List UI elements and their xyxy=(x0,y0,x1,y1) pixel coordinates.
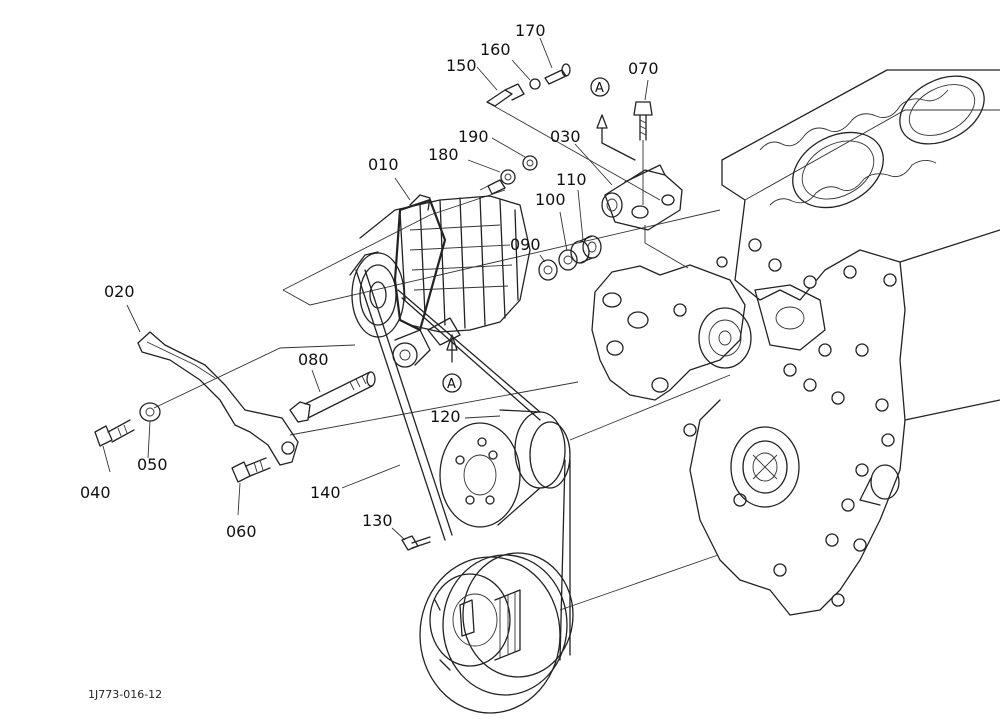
label-110: 110 xyxy=(556,170,587,189)
alternator xyxy=(349,179,531,368)
bolt-080 xyxy=(289,371,376,423)
nut-190 xyxy=(522,155,538,171)
label-130: 130 xyxy=(362,511,393,530)
bolt-130 xyxy=(401,535,431,551)
label-010: 010 xyxy=(368,155,399,174)
label-190: 190 xyxy=(458,127,489,146)
reference-arrow-a-top xyxy=(590,77,636,161)
alternator-bracket-030 xyxy=(601,164,683,231)
engine-block xyxy=(591,69,1000,616)
label-040: 040 xyxy=(80,483,111,502)
label-060: 060 xyxy=(226,522,257,541)
terminal-cover-150 xyxy=(486,83,525,107)
adjusting-arm-020 xyxy=(137,331,299,466)
collar-110 xyxy=(570,235,602,264)
label-170: 170 xyxy=(515,21,546,40)
label-180: 180 xyxy=(428,145,459,164)
label-140: 140 xyxy=(310,483,341,502)
washer-100 xyxy=(558,249,578,271)
fan-belt-140 xyxy=(355,269,571,661)
label-070: 070 xyxy=(628,59,659,78)
part-labels: 010 020 030 040 050 060 070 080 090 100 … xyxy=(80,21,659,541)
label-090: 090 xyxy=(510,235,541,254)
gear-case-bolts xyxy=(673,238,897,607)
label-080: 080 xyxy=(298,350,329,369)
reference-marker-a-top: A xyxy=(595,81,604,96)
label-150: 150 xyxy=(446,56,477,75)
drawing-code: 1J773-016-12 xyxy=(88,688,162,701)
label-100: 100 xyxy=(535,190,566,209)
washer-160 xyxy=(529,78,541,90)
reference-arrow-a-lower xyxy=(442,334,462,393)
reference-marker-a-lower: A xyxy=(447,377,456,392)
bolt-060 xyxy=(231,457,271,483)
fan-pulley-120 xyxy=(439,409,571,528)
crank-pulley xyxy=(419,552,574,714)
label-020: 020 xyxy=(104,282,135,301)
washer-050 xyxy=(139,402,161,422)
leader-lines xyxy=(102,37,649,541)
washer-180 xyxy=(500,169,516,185)
bolt-170 xyxy=(544,63,571,85)
label-120: 120 xyxy=(430,407,461,426)
bolt-040 xyxy=(94,419,135,447)
label-050: 050 xyxy=(137,455,168,474)
label-030: 030 xyxy=(550,127,581,146)
spacer-090 xyxy=(538,259,558,281)
label-160: 160 xyxy=(480,40,511,59)
bolt-070 xyxy=(633,101,653,205)
